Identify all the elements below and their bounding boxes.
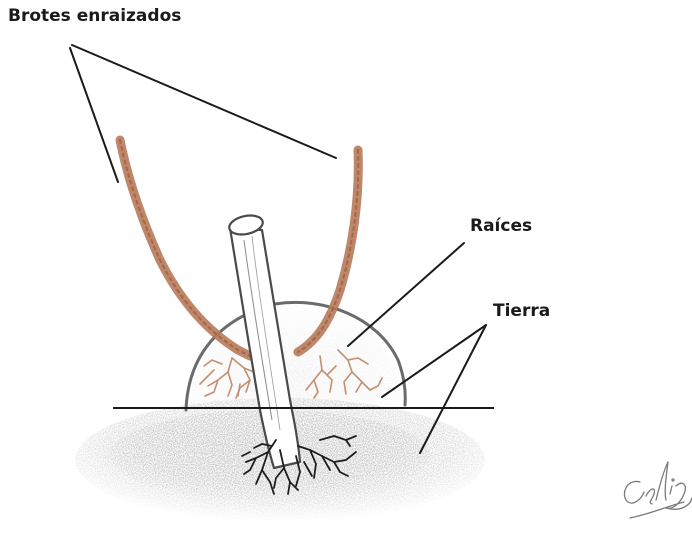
label-shoots: Brotes enraizados [8, 6, 181, 26]
label-soil: Tierra [493, 301, 550, 321]
leader-roots [348, 243, 464, 346]
label-roots: Raíces [470, 216, 532, 236]
leader-shoots-right [72, 45, 336, 158]
signature [624, 462, 692, 518]
leader-shoots-left [70, 48, 118, 182]
